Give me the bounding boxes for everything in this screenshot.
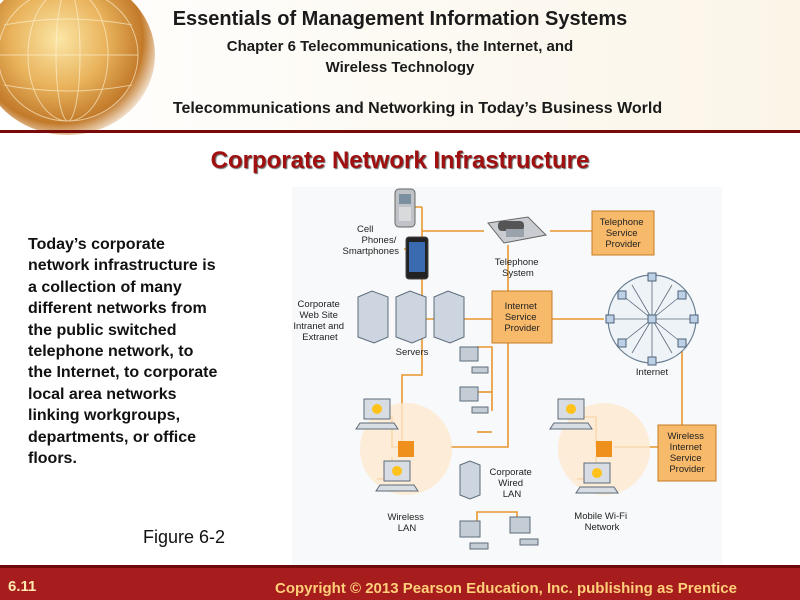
header-divider bbox=[0, 130, 800, 133]
network-diagram: Cell Phones/ Smartphones Telephone Syste… bbox=[292, 187, 722, 565]
body-line: departments, or office bbox=[28, 428, 197, 446]
body-line: the Internet, to corporate bbox=[28, 364, 218, 382]
wireless-lan-label: Wireless LAN bbox=[387, 512, 426, 534]
body-line: the public switched bbox=[28, 321, 177, 339]
body-line: a collection of many bbox=[28, 278, 182, 296]
wifi-hub bbox=[596, 441, 612, 457]
body-line: network infrastructure is bbox=[28, 257, 216, 275]
telephone-system-label: Telephone System bbox=[495, 257, 542, 279]
body-line: local area networks bbox=[28, 385, 177, 403]
globe-grid bbox=[0, 0, 139, 122]
internet-label: Internet bbox=[636, 367, 669, 378]
body-line: telephone network, to bbox=[28, 343, 194, 361]
body-text: Today’s corporate network infrastructure… bbox=[28, 234, 248, 469]
servers-label: Servers bbox=[396, 347, 429, 358]
internet-icon bbox=[605, 272, 699, 366]
slide-title: Corporate Network Infrastructure bbox=[210, 147, 590, 174]
chapter-title: Chapter 6 Telecommunications, the Intern… bbox=[140, 36, 660, 78]
workstation-icon bbox=[459, 346, 489, 414]
wireless-lan-hub bbox=[398, 441, 414, 457]
wired-lan-label: Corporate Wired LAN bbox=[490, 467, 535, 500]
isp-box bbox=[491, 290, 553, 344]
server-icon bbox=[357, 290, 465, 344]
workstation-icon bbox=[459, 516, 539, 550]
chapter-title-line2: Wireless Technology bbox=[325, 59, 475, 76]
wireless-isp-label: Wireless Internet Service Provider bbox=[667, 431, 706, 475]
smartphone-icon bbox=[405, 236, 429, 280]
cell-phone-icon bbox=[394, 188, 416, 228]
chapter-title-line1: Chapter 6 Telecommunications, the Intern… bbox=[226, 38, 574, 55]
telephone-provider-label: Telephone Service Provider bbox=[600, 217, 647, 250]
body-line: Today’s corporate bbox=[28, 236, 165, 253]
wireless-isp-box bbox=[657, 424, 717, 482]
copyright-text: Copyright © 2013 Pearson Education, Inc.… bbox=[275, 580, 737, 597]
telephone-icon bbox=[487, 216, 548, 244]
cell-phones-label: Cell Phones/ Smartphones bbox=[342, 224, 399, 257]
wifi-network-label: Mobile Wi-Fi Network bbox=[574, 511, 629, 533]
course-title: Essentials of Management Information Sys… bbox=[172, 8, 628, 30]
slide-number: 6.11 bbox=[8, 578, 37, 595]
telephone-provider-box bbox=[591, 210, 655, 256]
body-line: linking workgroups, bbox=[28, 407, 181, 425]
corporate-website-label: Corporate Web Site Intranet and Extranet bbox=[293, 299, 346, 343]
server-icon bbox=[459, 460, 481, 500]
slide-footer: 6.11 Copyright © 2013 Pearson Education,… bbox=[0, 565, 800, 600]
body-line: floors. bbox=[28, 450, 77, 468]
slide-header: Essentials of Management Information Sys… bbox=[0, 0, 800, 135]
body-line: different networks from bbox=[28, 300, 207, 318]
isp-label: Internet Service Provider bbox=[504, 301, 539, 334]
figure-caption: Figure 6-2 bbox=[143, 527, 226, 547]
section-title: Telecommunications and Networking in Tod… bbox=[172, 100, 663, 117]
